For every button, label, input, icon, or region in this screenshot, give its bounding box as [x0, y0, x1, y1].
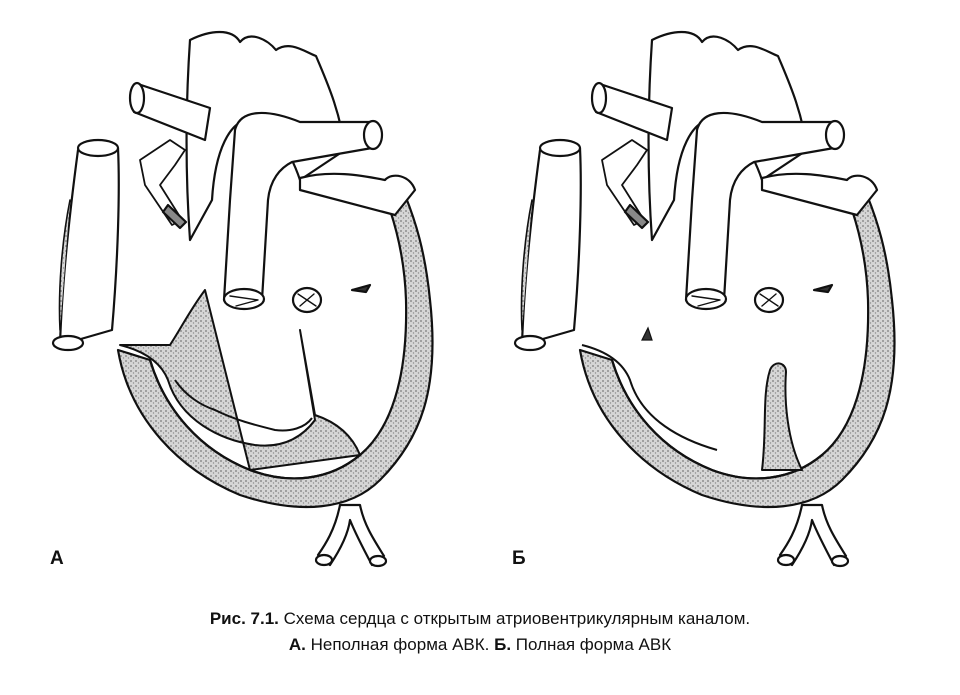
panel-label-a: А — [50, 548, 64, 569]
heart-diagram-figure — [51, 30, 896, 568]
heart-diagram-b — [513, 30, 896, 568]
heart-diagram-a — [51, 30, 434, 568]
septum-crest-b — [761, 362, 803, 471]
caption-title: Схема сердца с открытым атриовентрикуляр… — [283, 609, 751, 628]
septum-remnant-a — [119, 289, 361, 471]
panel-label-b: Б — [512, 548, 526, 569]
caption-a-text: Неполная форма АВК. — [310, 635, 490, 654]
caption-a-marker: А. — [288, 635, 306, 654]
caption-figure-number: Рис. 7.1. — [209, 609, 279, 628]
caption-line-1: Рис. 7.1. Схема сердца с открытым атриов… — [0, 606, 960, 632]
figure-caption: Рис. 7.1. Схема сердца с открытым атриов… — [0, 606, 960, 658]
caption-line-2: А. Неполная форма АВК. Б. Полная форма А… — [0, 632, 960, 658]
caption-b-marker: Б. — [494, 635, 512, 654]
caption-b-text: Полная форма АВК — [515, 635, 672, 654]
